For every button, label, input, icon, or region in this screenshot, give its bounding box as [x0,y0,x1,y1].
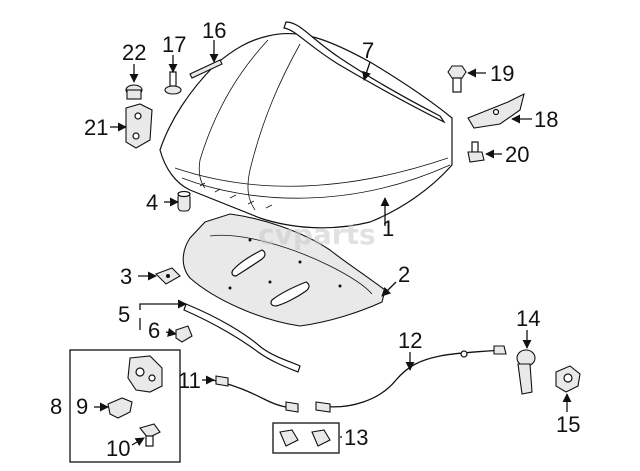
hood-panel [159,32,453,229]
watermark-text: cvparts [258,218,376,251]
hood-stay-rod [189,59,223,79]
clip-part-3 [155,267,181,285]
callout-16: 16 [202,18,226,43]
callout-11: 11 [178,368,201,393]
hood-weatherstrip [283,21,446,124]
callout-10: 10 [106,436,130,461]
nut-part-22 [125,84,143,100]
callout-15: 15 [556,412,580,437]
hood-seal-strip [183,303,301,373]
callout-4: 4 [146,190,158,215]
hood-bumper [177,190,191,212]
latch-kit-box [69,349,181,463]
latch-bracket [107,397,133,419]
callout-13: 13 [344,425,368,450]
callout-12: 12 [398,328,422,353]
callout-2: 2 [398,262,410,287]
callout-20: 20 [505,142,529,167]
callout-7: 7 [362,38,374,63]
latch-bolt [139,423,161,447]
bolt-part-17 [164,71,182,95]
callout-9: 9 [76,394,88,419]
callout-17: 17 [162,32,186,57]
release-cable-12 [315,345,507,413]
bolt-part-19 [447,65,467,93]
callout-5: 5 [118,302,130,327]
callout-3: 3 [120,264,132,289]
callout-22: 22 [122,40,146,65]
callout-19: 19 [490,61,514,86]
bolt-part-20 [467,141,485,163]
hood-insulator [182,213,386,327]
handle-bracket [555,365,581,393]
callout-1: 1 [382,216,394,241]
clips-box [272,422,340,454]
hood-hinge [125,103,153,149]
callout-14: 14 [516,306,540,331]
hood-bracket [467,92,525,129]
release-handle [516,349,536,395]
leader-lines [94,40,572,447]
callout-8: 8 [50,394,62,419]
cable-clips [279,429,331,447]
clip-part-6 [175,325,193,343]
hood-latch [127,355,163,393]
release-cable-11 [211,375,299,413]
callout-6: 6 [148,318,160,343]
callout-18: 18 [534,107,558,132]
callout-21: 21 [84,115,108,140]
